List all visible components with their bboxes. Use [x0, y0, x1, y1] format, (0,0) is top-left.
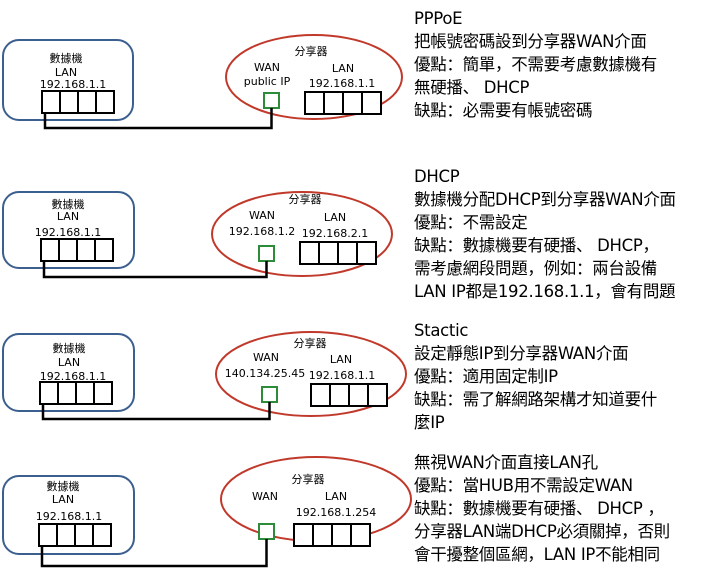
section-3-router-wan-port	[261, 386, 278, 403]
section-4-modem-title: 數據機	[47, 479, 80, 493]
section-3-description: Stactic 設定靜態IP到分享器WAN介面 優點：適用固定制IP 缺點：需了…	[414, 319, 714, 434]
description-line: 把帳號密碼設到分享器WAN介面	[414, 32, 647, 51]
description-line: 數據機分配DHCP到分享器WAN介面	[414, 190, 676, 209]
section-1-description: PPPoE 把帳號密碼設到分享器WAN介面 優點：簡單，不需要考慮數據機有 無硬…	[414, 7, 714, 122]
description-line: 優點：不需設定	[414, 213, 528, 232]
description-line: Stactic	[414, 321, 469, 340]
description-line: 優點：當HUB用不需設定WAN	[414, 476, 633, 495]
section-2-router-lan-label: LAN	[324, 211, 346, 224]
section-1-modem-title: 數據機	[50, 51, 83, 65]
section-3-modem-title: 數據機	[53, 341, 86, 355]
section-2-router-title: 分享器	[289, 192, 322, 206]
section-2-router-ellipse	[211, 191, 393, 277]
section-4-modem-lan-label: LAN	[52, 493, 74, 506]
section-3-router-wan-label: WAN	[253, 351, 279, 364]
description-line: 無視WAN介面直接LAN孔	[414, 453, 598, 472]
section-1-router-lan-label: LAN	[332, 62, 354, 75]
section-2-router-wan-label: WAN	[249, 209, 275, 222]
description-line: DHCP	[414, 167, 460, 186]
description-line: 缺點：數據機要有硬播、 DHCP ，	[414, 499, 664, 518]
section-3-modem-lan-ip: 192.168.1.1	[40, 370, 106, 383]
description-line: 缺點：數據機要有硬播、 DHCP，	[414, 236, 659, 255]
section-3-router-title: 分享器	[294, 336, 327, 350]
section-2-router-lan-ip: 192.168.2.1	[302, 227, 368, 240]
section-3-modem-lan-label: LAN	[58, 356, 80, 369]
section-2-modem-lan-ip: 192.168.1.1	[35, 226, 101, 239]
section-4-modem-lan-ip: 192.168.1.1	[36, 510, 102, 523]
description-line: PPPoE	[414, 9, 463, 28]
section-4-router-wan-label: WAN	[252, 490, 278, 503]
description-line: 麼IP	[414, 413, 445, 432]
section-1-cable	[43, 108, 273, 130]
section-3-router-lan-label: LAN	[330, 353, 352, 366]
section-1-modem-lan-label: LAN	[55, 66, 77, 79]
section-1-router-wan-value: public IP	[244, 75, 291, 88]
section-4-router-wan-port	[258, 523, 275, 540]
description-line: 會干擾整個區網，LAN IP不能相同	[414, 545, 660, 564]
section-4-router-lan-label: LAN	[325, 490, 347, 503]
section-2-modem-title: 數據機	[52, 197, 85, 211]
description-line: 設定靜態IP到分享器WAN介面	[414, 344, 629, 363]
section-2-router-wan-value: 192.168.1.2	[229, 225, 295, 238]
description-line: 分享器LAN端DHCP必須關掉，否則	[414, 522, 670, 541]
section-3-router-ellipse	[215, 331, 407, 417]
section-4-description: 無視WAN介面直接LAN孔 優點：當HUB用不需設定WAN 缺點：數據機要有硬播…	[414, 451, 714, 566]
section-1-router-lan-ip: 192.168.1.1	[309, 77, 375, 90]
section-3-router-wan-value: 140.134.25.45	[225, 367, 305, 380]
section-1-modem-lan-ip: 192.168.1.1	[40, 78, 106, 91]
section-2-cable	[42, 261, 268, 279]
section-3-cable	[41, 402, 271, 421]
section-1-router-wan-label: WAN	[254, 61, 280, 74]
section-3-router-lan-ip: 192.168.1.1	[309, 369, 375, 382]
section-1-router-wan-port	[263, 92, 280, 109]
description-line: 缺點：需了解網路架構才知道要什	[414, 390, 658, 409]
section-4-router-title: 分享器	[292, 472, 325, 486]
description-line: 優點：簡單，不需要考慮數據機有	[414, 55, 658, 74]
section-1-router-title: 分享器	[295, 44, 328, 58]
description-line: 缺點：必需要有帳號密碼	[414, 101, 593, 120]
section-2-router-wan-port	[258, 245, 275, 262]
description-line: 無硬播、 DHCP	[414, 78, 530, 97]
section-2-modem-lan-label: LAN	[57, 210, 79, 223]
description-line: 優點：適用固定制IP	[414, 367, 558, 386]
section-4-cable	[40, 539, 268, 568]
section-2-description: DHCP 數據機分配DHCP到分享器WAN介面 優點：不需設定 缺點：數據機要有…	[414, 165, 714, 303]
description-line: 需考慮網段問題，例如：兩台設備	[414, 259, 658, 278]
section-4-router-lan-ip: 192.168.1.254	[296, 506, 376, 519]
description-line: LAN IP都是192.168.1.1，會有問題	[414, 282, 676, 301]
section-1-router-ellipse	[225, 34, 403, 120]
